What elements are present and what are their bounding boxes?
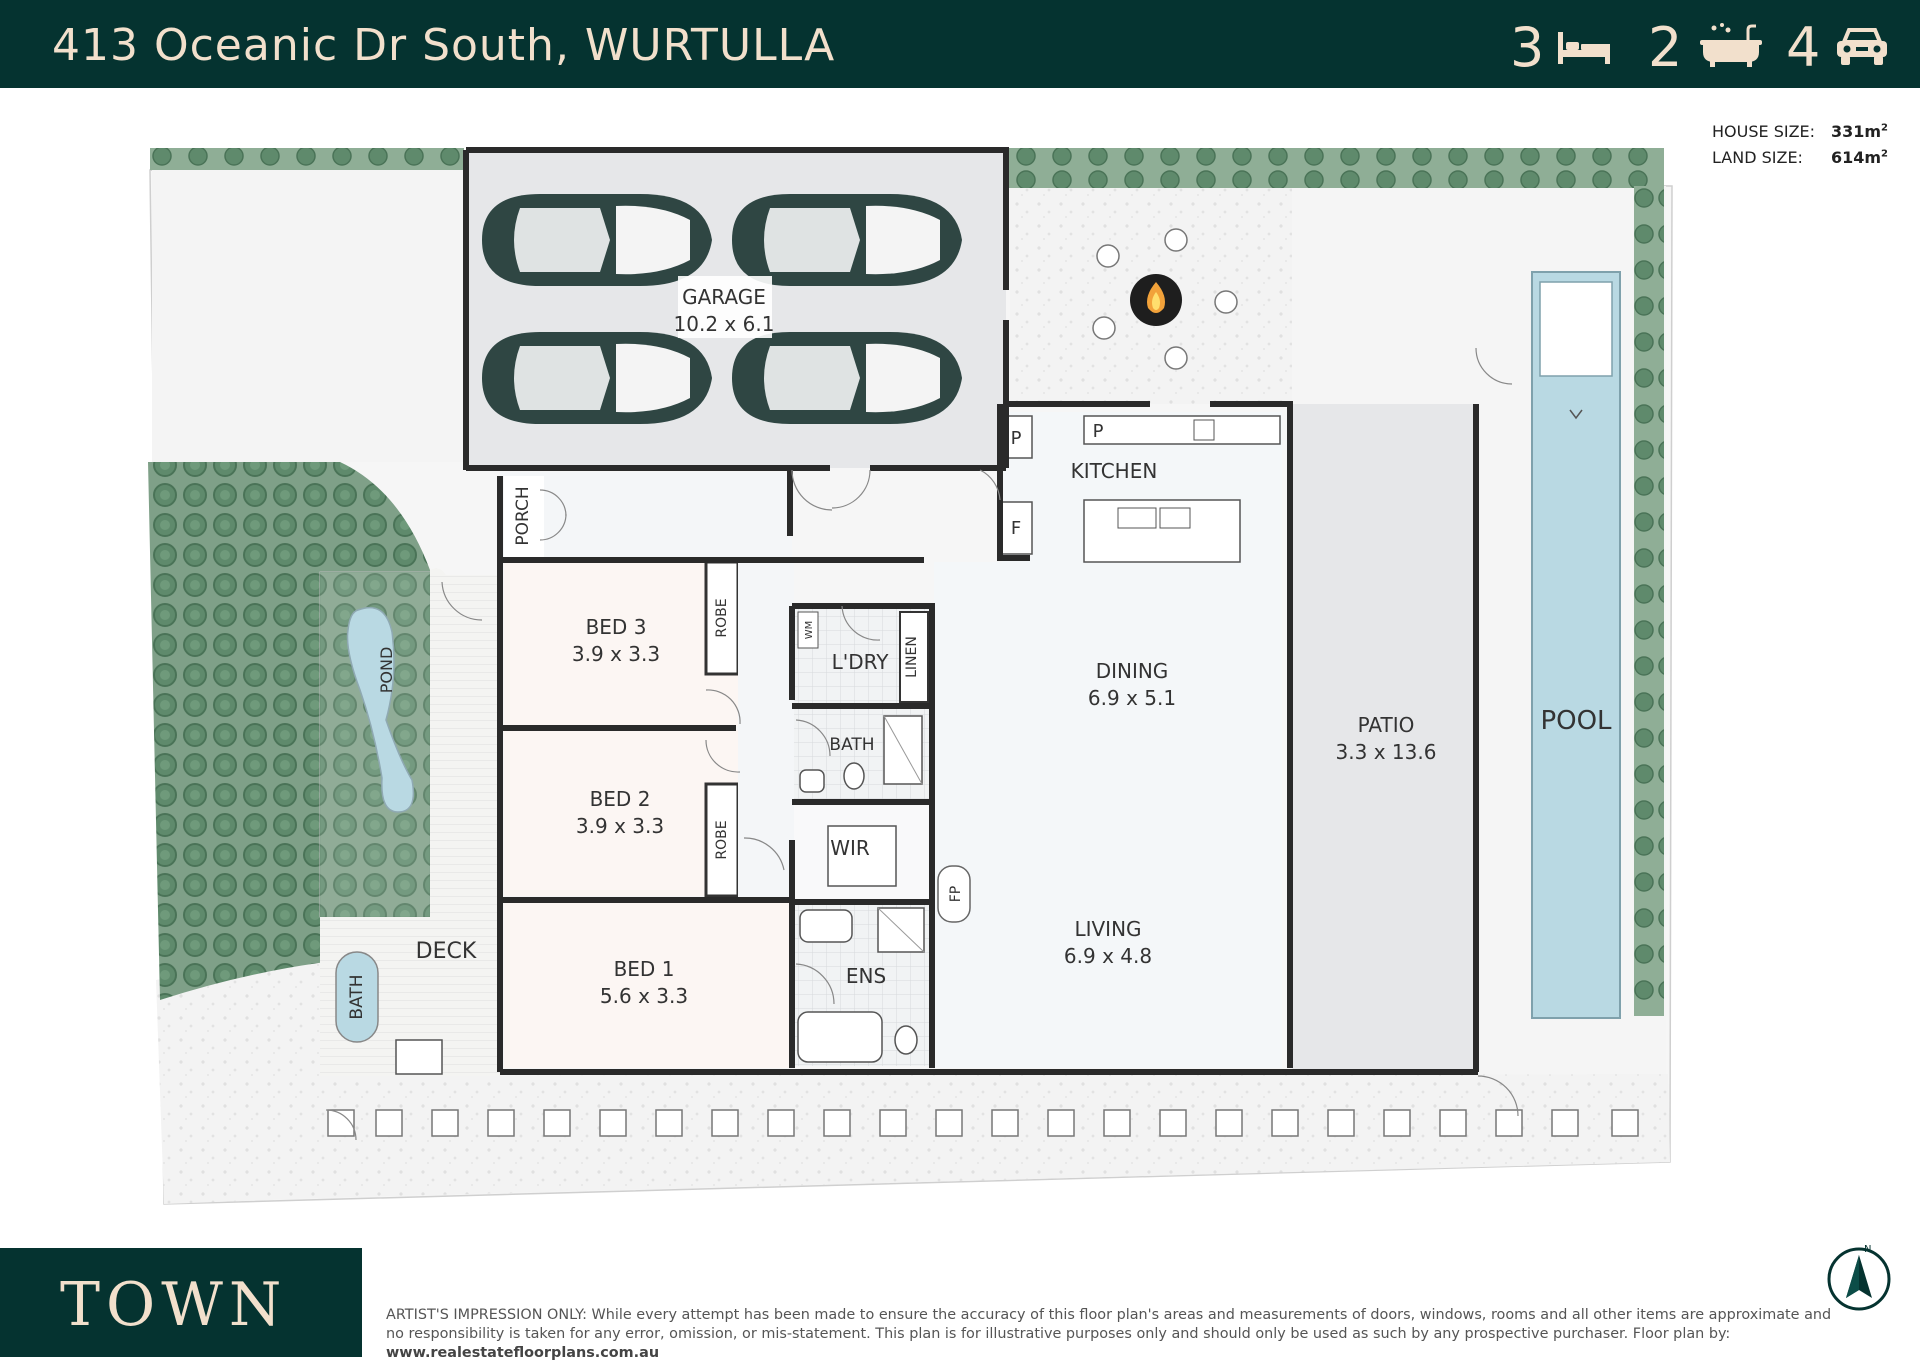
pool-spa <box>1539 281 1613 377</box>
driveway <box>152 168 464 462</box>
pool <box>1531 271 1621 1019</box>
fridge-label: F <box>1011 518 1021 539</box>
wir-label: WIR <box>830 836 870 860</box>
pond-label: POND <box>377 647 396 694</box>
bath-icon <box>1700 23 1762 67</box>
bed3-floor <box>504 562 738 726</box>
land-size-value: 614m <box>1830 148 1882 167</box>
outdoor-bath <box>335 951 379 1043</box>
bed1-label: BED 1 <box>614 957 675 981</box>
house-size-label: HOUSE SIZE: <box>1712 122 1816 141</box>
fireplace <box>937 865 971 923</box>
kitchen-label: KITCHEN <box>1071 459 1158 483</box>
bed-icon <box>1558 32 1610 64</box>
house-size-value: 331m <box>1830 122 1882 141</box>
hedge-right <box>1634 186 1664 1016</box>
pantry-label-1: P <box>1011 428 1022 449</box>
porch-label: PORCH <box>513 486 533 545</box>
ensuite-toilet <box>894 1025 918 1055</box>
fire-pit <box>1092 228 1238 370</box>
size-summary: HOUSE SIZE: 331m2 LAND SIZE: 614m2 <box>1712 122 1888 174</box>
disclaimer-text: While every attempt has been made to ens… <box>386 1307 1832 1342</box>
disclaimer: ARTIST'S IMPRESSION ONLY: While every at… <box>386 1306 1846 1363</box>
outdoor-shower <box>395 1039 443 1075</box>
bed2-label: BED 2 <box>590 787 651 811</box>
hedge-top-left <box>150 148 464 170</box>
bed1-floor <box>504 902 792 1068</box>
laundry-label: L'DRY <box>832 650 890 674</box>
land-size-label: LAND SIZE: <box>1712 148 1803 167</box>
linen-label: LINEN <box>904 636 920 678</box>
outdoor-bath-label: BATH <box>347 974 367 1019</box>
washing-machine-label: WM <box>804 621 815 640</box>
door-swings <box>325 347 1519 1141</box>
bed3-dims: 3.9 x 3.3 <box>572 642 660 666</box>
disclaimer-label: ARTIST'S IMPRESSION ONLY: <box>386 1307 587 1323</box>
living-dims: 6.9 x 4.8 <box>1064 944 1152 968</box>
agency-logo: TOWN <box>60 1270 288 1340</box>
car-icon <box>1837 28 1887 65</box>
property-address: 413 Oceanic Dr South, WURTULLA <box>52 20 836 71</box>
stepping-stones <box>327 1109 1639 1137</box>
compass-north-label: N <box>1864 1244 1871 1255</box>
dining-label: DINING <box>1096 659 1169 683</box>
patio-label: PATIO <box>1358 713 1415 737</box>
bedroom-count: 3 <box>1510 16 1545 79</box>
bath-label: BATH <box>829 735 874 755</box>
garage-dims: 10.2 x 6.1 <box>674 312 775 336</box>
pantry-label-2: P <box>1093 421 1104 442</box>
bathroom-count: 2 <box>1648 16 1683 79</box>
pool-label: POOL <box>1540 706 1612 736</box>
car-space-count: 4 <box>1786 16 1821 79</box>
garage-label: GARAGE <box>682 285 766 309</box>
ens-label: ENS <box>846 964 886 988</box>
pond <box>346 606 415 813</box>
compass-icon: N <box>1827 1244 1891 1311</box>
patio-floor <box>1292 404 1476 1070</box>
dining-dims: 6.9 x 5.1 <box>1088 686 1176 710</box>
header-bar: 413 Oceanic Dr South, WURTULLA 3 2 4 <box>0 0 1920 88</box>
entry-hall <box>500 472 792 564</box>
hedge-top-right <box>1008 148 1664 188</box>
robe-label-1: ROBE <box>714 598 730 637</box>
deck-label: DECK <box>416 939 477 964</box>
floorplan-credit-link[interactable]: www.realestatefloorplans.com.au <box>386 1345 660 1361</box>
patio-dims: 3.3 x 13.6 <box>1336 740 1437 764</box>
hallway <box>738 562 794 902</box>
living-label: LIVING <box>1074 917 1141 941</box>
bed3-label: BED 3 <box>586 615 647 639</box>
bed1-dims: 5.6 x 3.3 <box>600 984 688 1008</box>
bed2-dims: 3.9 x 3.3 <box>576 814 664 838</box>
kitchen-bench <box>1083 415 1281 445</box>
bathroom-toilet <box>843 762 865 790</box>
walls <box>463 147 1479 1075</box>
bed2-floor <box>504 730 738 896</box>
fireplace-label: FP <box>948 886 964 903</box>
ensuite-bathtub <box>797 1011 883 1063</box>
agency-logo-panel: TOWN <box>0 1248 362 1357</box>
robe-label-2: ROBE <box>714 820 730 859</box>
